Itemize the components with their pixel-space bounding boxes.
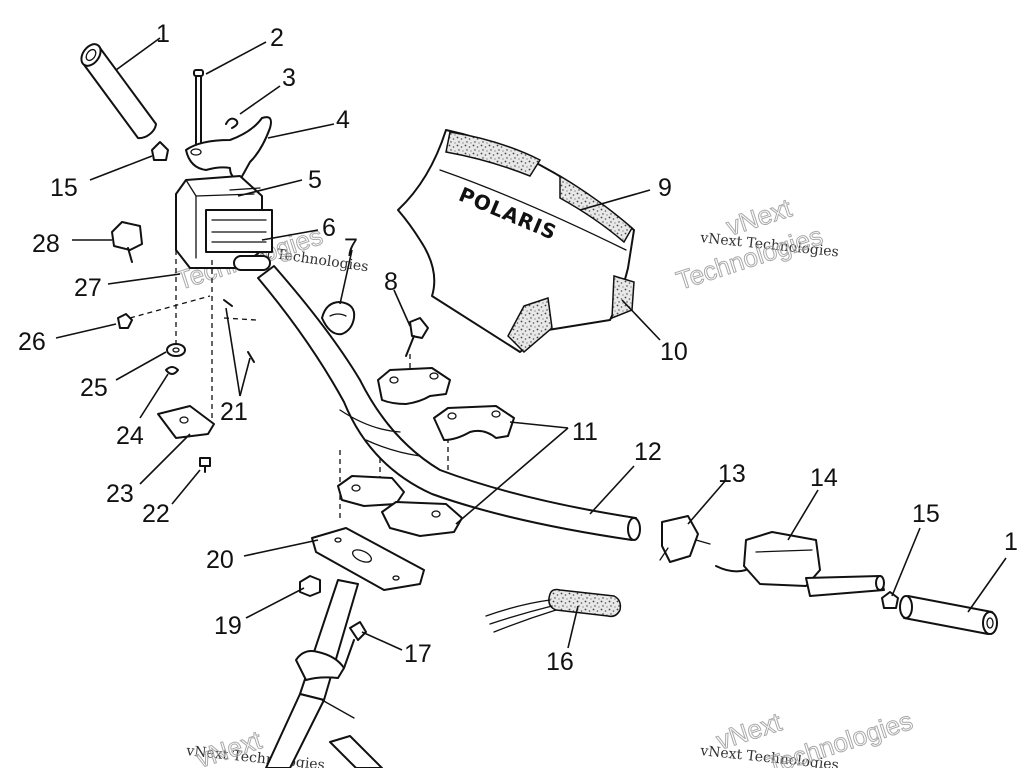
callout-23: 23 — [106, 480, 134, 508]
riser-plate-part — [311, 527, 425, 591]
pivot-pin-part — [193, 69, 204, 149]
left-end-plug-part — [151, 141, 169, 161]
right-grip-part — [899, 595, 998, 635]
cable-clamp-part — [321, 301, 356, 336]
callout-labels: 1 2 3 4 5 6 7 8 9 10 11 12 13 14 15 15 1… — [18, 20, 1018, 676]
heater-element-part — [485, 588, 622, 633]
callout-11: 11 — [572, 418, 598, 446]
kill-switch-part — [111, 221, 143, 263]
callout-1-left: 1 — [156, 20, 170, 48]
callout-7: 7 — [344, 234, 358, 262]
callout-10: 10 — [660, 338, 688, 366]
right-end-plug-part — [881, 591, 899, 609]
throttle-housing-part — [175, 175, 273, 271]
leader-lines — [55, 37, 1007, 651]
post-bolt-part — [343, 621, 367, 669]
left-grip-part — [80, 43, 157, 140]
clamp-bolt-part — [405, 317, 429, 357]
callout-24: 24 — [116, 422, 144, 450]
throttle-lever-part — [185, 116, 272, 181]
callout-9: 9 — [658, 174, 672, 202]
callout-15-right: 15 — [912, 500, 940, 528]
callout-4: 4 — [336, 106, 350, 134]
lower-clamp-part — [337, 475, 463, 537]
callout-25: 25 — [80, 374, 108, 402]
callout-3: 3 — [282, 64, 296, 92]
callout-8: 8 — [384, 268, 398, 296]
watermark-technologies: Technologies — [763, 705, 917, 768]
hair-clip-part — [225, 117, 239, 129]
callout-28: 28 — [32, 230, 60, 258]
handlebar-part — [257, 265, 641, 541]
callout-13: 13 — [718, 460, 746, 488]
mounting-plate-part — [157, 405, 215, 439]
brake-housing-part — [715, 531, 885, 597]
upper-clamp-part — [377, 367, 515, 441]
callout-1-right: 1 — [1004, 528, 1018, 556]
callout-12: 12 — [634, 438, 662, 466]
callout-2: 2 — [270, 24, 284, 52]
callout-27: 27 — [74, 274, 102, 302]
callout-17: 17 — [404, 640, 432, 668]
callout-19: 19 — [214, 612, 242, 640]
callout-5: 5 — [308, 166, 322, 194]
hex-nut-part — [299, 575, 321, 597]
callout-6: 6 — [322, 214, 336, 242]
callout-15-left: 15 — [50, 174, 78, 202]
callout-20: 20 — [206, 546, 234, 574]
callout-26: 26 — [18, 328, 46, 356]
handlebar-pad-part: POLARIS — [397, 129, 635, 354]
callout-22: 22 — [142, 500, 170, 528]
callout-16: 16 — [546, 648, 574, 676]
steering-post-part — [265, 579, 383, 768]
callout-14: 14 — [810, 464, 838, 492]
cable-bracket-part — [659, 515, 711, 563]
callout-21: 21 — [220, 398, 248, 426]
hardware-parts — [117, 299, 255, 473]
